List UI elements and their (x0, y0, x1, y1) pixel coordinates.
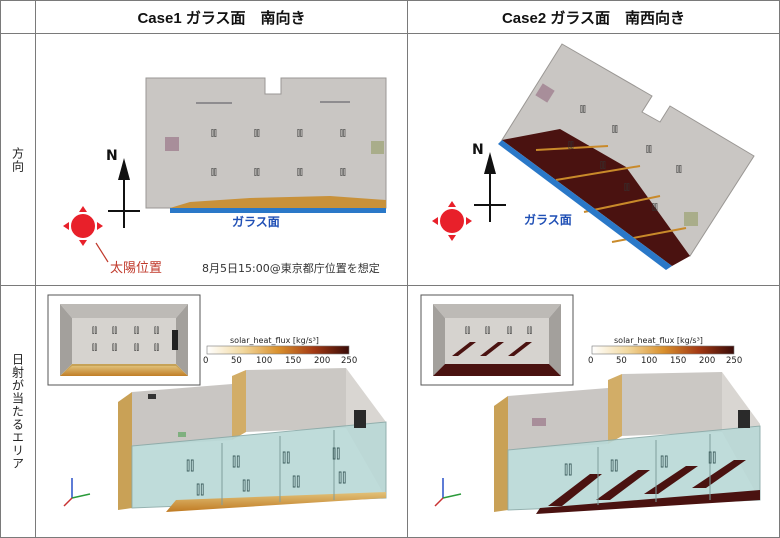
case2-tick: 0 (588, 356, 593, 366)
case1-axis-triad (63, 478, 91, 507)
row-label-sunlit-area-text: 日射が当たるエリア (10, 353, 25, 470)
svg-text:⫿⫿: ⫿⫿ (254, 167, 260, 178)
svg-text:⫿⫿: ⫿⫿ (507, 326, 513, 335)
case1-tick: 200 (314, 356, 330, 366)
case1-tick: 100 (256, 356, 272, 366)
svg-text:⫿⫿: ⫿⫿ (92, 343, 98, 352)
case1-tick: 150 (285, 356, 301, 366)
case2-tick: 250 (726, 356, 742, 366)
svg-text:⫿⫿: ⫿⫿ (112, 343, 118, 352)
case2-compass: N (472, 142, 506, 222)
svg-text:⫿⫿: ⫿⫿ (154, 343, 160, 352)
svg-text:⫿⫿: ⫿⫿ (297, 128, 303, 139)
case2-north-label: N (472, 142, 484, 158)
case2-glass-label: ガラス面 (524, 212, 572, 227)
case1-marker (165, 137, 179, 151)
svg-text:⫿⫿: ⫿⫿ (242, 479, 250, 494)
svg-text:⫿⫿: ⫿⫿ (232, 455, 240, 470)
svg-text:⫿⫿: ⫿⫿ (485, 326, 491, 335)
case2-tick: 200 (699, 356, 715, 366)
case1-colorbar: solar_heat_flux [kg/s³] 0 50 100 150 200… (203, 336, 357, 366)
svg-text:⫿⫿: ⫿⫿ (134, 326, 140, 335)
case2-sun-icon (432, 201, 472, 241)
case1-glass-edge (170, 208, 386, 213)
svg-text:⫿⫿: ⫿⫿ (465, 326, 471, 335)
svg-text:⫿⫿: ⫿⫿ (254, 128, 260, 139)
case1-inset-view: ⫿⫿ ⫿⫿ ⫿⫿ ⫿⫿ ⫿⫿ ⫿⫿ ⫿⫿ ⫿⫿ (47, 294, 201, 386)
svg-text:⫿⫿: ⫿⫿ (340, 167, 346, 178)
svg-text:⫿⫿: ⫿⫿ (282, 451, 290, 466)
case1-floorplan: ⫿⫿ ⫿⫿ ⫿⫿ ⫿⫿ ⫿⫿ ⫿⫿ ⫿⫿ ⫿⫿ (145, 77, 387, 213)
case2-colorbar-title: solar_heat_flux [kg/s³] (614, 336, 703, 345)
case2-inset-view: ⫿⫿ ⫿⫿ ⫿⫿ ⫿⫿ (420, 294, 574, 386)
svg-text:⫿⫿: ⫿⫿ (646, 144, 652, 155)
case2-colorbar: solar_heat_flux [kg/s³] 0 50 100 150 200… (588, 336, 742, 366)
svg-text:⫿⫿: ⫿⫿ (600, 160, 606, 171)
case1-sun-icon (63, 206, 103, 246)
case1-colorbar-title: solar_heat_flux [kg/s³] (230, 336, 319, 345)
svg-text:⫿⫿: ⫿⫿ (134, 343, 140, 352)
case1-tick: 250 (341, 356, 357, 366)
case1-north-label: N (106, 148, 118, 164)
svg-text:⫿⫿: ⫿⫿ (568, 140, 574, 151)
case2-desks: ⫿⫿ ⫿⫿ ⫿⫿ ⫿⫿ ⫿⫿ ⫿⫿ ⫿⫿ ⫿⫿ (568, 104, 682, 213)
case2-tick: 100 (641, 356, 657, 366)
case2-3d-room: ⫿⫿ ⫿⫿ ⫿⫿ ⫿⫿ (494, 372, 761, 514)
svg-text:⫿⫿: ⫿⫿ (297, 167, 303, 178)
svg-text:⫿⫿: ⫿⫿ (612, 124, 618, 135)
case2-tick: 150 (670, 356, 686, 366)
case1-compass: N (106, 148, 140, 228)
svg-text:⫿⫿: ⫿⫿ (338, 471, 346, 486)
case1-tick: 50 (231, 356, 242, 366)
case2-axis-triad (434, 478, 462, 507)
sun-position-label: 太陽位置 (110, 261, 162, 276)
svg-text:⫿⫿: ⫿⫿ (154, 326, 160, 335)
condition-note: 8月5日15:00@東京都庁位置を想定 (202, 261, 380, 275)
svg-text:⫿⫿: ⫿⫿ (652, 202, 658, 213)
svg-text:⫿⫿: ⫿⫿ (660, 455, 668, 470)
svg-text:⫿⫿: ⫿⫿ (580, 104, 586, 115)
svg-text:⫿⫿: ⫿⫿ (564, 463, 572, 478)
case1-tick: 0 (203, 356, 208, 366)
case1-desks: ⫿⫿ ⫿⫿ ⫿⫿ ⫿⫿ ⫿⫿ ⫿⫿ ⫿⫿ ⫿⫿ (211, 128, 346, 178)
svg-text:⫿⫿: ⫿⫿ (92, 326, 98, 335)
row-label-orientation-text: 方向 (10, 146, 25, 173)
svg-text:⫿⫿: ⫿⫿ (186, 459, 194, 474)
svg-text:⫿⫿: ⫿⫿ (340, 128, 346, 139)
svg-text:⫿⫿: ⫿⫿ (610, 459, 618, 474)
svg-text:⫿⫿: ⫿⫿ (292, 475, 300, 490)
case1-glass-label: ガラス面 (232, 214, 280, 229)
sun-pointer-line (95, 242, 109, 263)
case1-3d-room: ⫿⫿⫿⫿⫿⫿⫿⫿ ⫿⫿⫿⫿⫿⫿⫿⫿ (118, 368, 387, 512)
svg-text:⫿⫿: ⫿⫿ (527, 326, 533, 335)
svg-text:⫿⫿: ⫿⫿ (624, 182, 630, 193)
svg-text:⫿⫿: ⫿⫿ (211, 128, 217, 139)
svg-text:⫿⫿: ⫿⫿ (332, 447, 340, 462)
case2-tick: 50 (616, 356, 627, 366)
case2-floorplan: ⫿⫿ ⫿⫿ ⫿⫿ ⫿⫿ ⫿⫿ ⫿⫿ ⫿⫿ ⫿⫿ (498, 43, 755, 270)
svg-text:⫿⫿: ⫿⫿ (676, 164, 682, 175)
case2-glass-edge (498, 140, 672, 270)
svg-text:⫿⫿: ⫿⫿ (112, 326, 118, 335)
svg-text:⫿⫿: ⫿⫿ (211, 167, 217, 178)
svg-text:⫿⫿: ⫿⫿ (196, 483, 204, 498)
svg-text:⫿⫿: ⫿⫿ (708, 451, 716, 466)
